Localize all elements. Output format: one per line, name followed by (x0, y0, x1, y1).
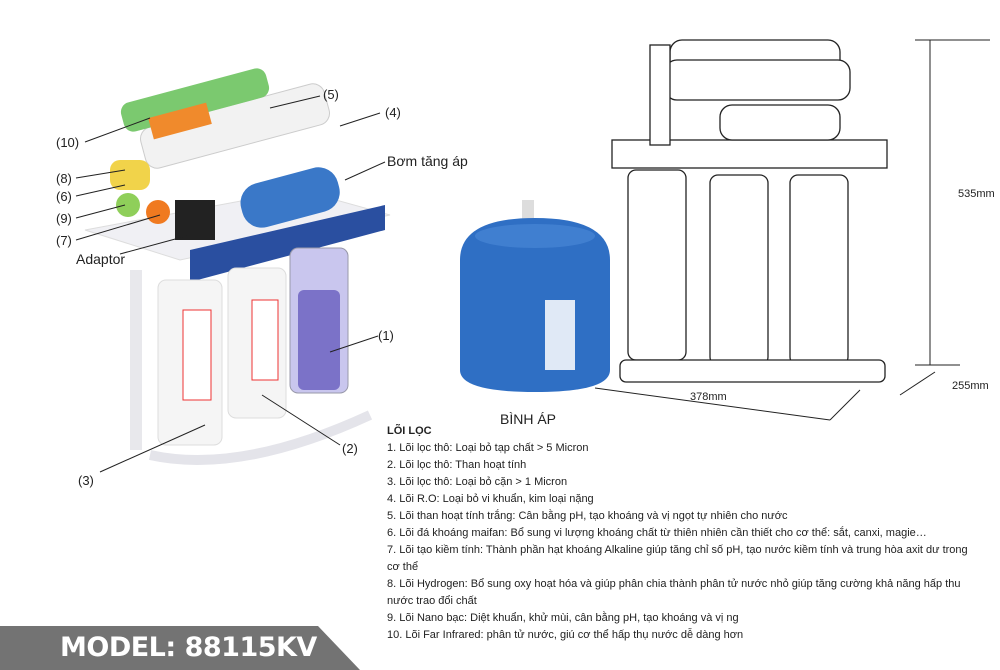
model-text: MODEL: 88115KV (60, 632, 317, 663)
label-tank: BÌNH ÁP (500, 411, 557, 427)
label-5: (5) (323, 87, 339, 102)
label-9: (9) (56, 211, 72, 226)
specs-title: LÕI LỌC (387, 425, 432, 437)
spec-item: 9. Lõi Nano bạc: Diệt khuẩn, khử mùi, câ… (387, 612, 739, 624)
label-4: (4) (385, 105, 401, 120)
label-7: (7) (56, 233, 72, 248)
label-1: (1) (378, 328, 394, 343)
leader-lines (75, 95, 386, 473)
purifier-line-drawing (611, 39, 888, 383)
label-6: (6) (56, 189, 72, 204)
label-8: (8) (56, 171, 72, 186)
filter-specs: LÕI LỌC 1. Lõi lọc thô: Loại bỏ tạp chất… (387, 423, 977, 644)
label-2: (2) (342, 441, 358, 456)
dimension-depth: 255mm (952, 380, 989, 392)
spec-item: 10. Lõi Far Infrared: phân tử nước, giú … (387, 629, 744, 641)
label-pump: Bơm tăng áp (387, 153, 468, 169)
model-banner: MODEL: 88115KV (0, 626, 360, 670)
spec-item: 7. Lõi tạo kiềm tính: Thành phần hạt kho… (387, 544, 968, 573)
spec-item: 5. Lõi than hoạt tính trắng: Cân bằng pH… (387, 510, 788, 522)
spec-item: 6. Lõi đá khoáng maifan: Bổ sung vi lượn… (387, 527, 927, 539)
pressure-tank (460, 200, 610, 392)
dimension-height: 535mm (958, 188, 995, 200)
label-adaptor: Adaptor (76, 251, 126, 267)
label-10: (10) (56, 135, 80, 150)
spec-item: 1. Lõi lọc thô: Loại bỏ tạp chất > 5 Mic… (387, 442, 589, 454)
spec-item: 3. Lõi lọc thô: Loại bỏ cặn > 1 Micron (387, 476, 568, 488)
purifier-photo (84, 68, 391, 465)
spec-item: 8. Lõi Hydrogen: Bổ sung oxy hoạt hóa và… (387, 578, 961, 607)
spec-item: 2. Lõi lọc thô: Than hoạt tính (387, 459, 527, 471)
dimension-lines (594, 39, 990, 421)
label-3: (3) (78, 473, 94, 488)
dimension-width: 378mm (690, 391, 727, 403)
spec-item: 4. Lõi R.O: Loại bỏ vi khuẩn, kim loại n… (387, 493, 594, 505)
